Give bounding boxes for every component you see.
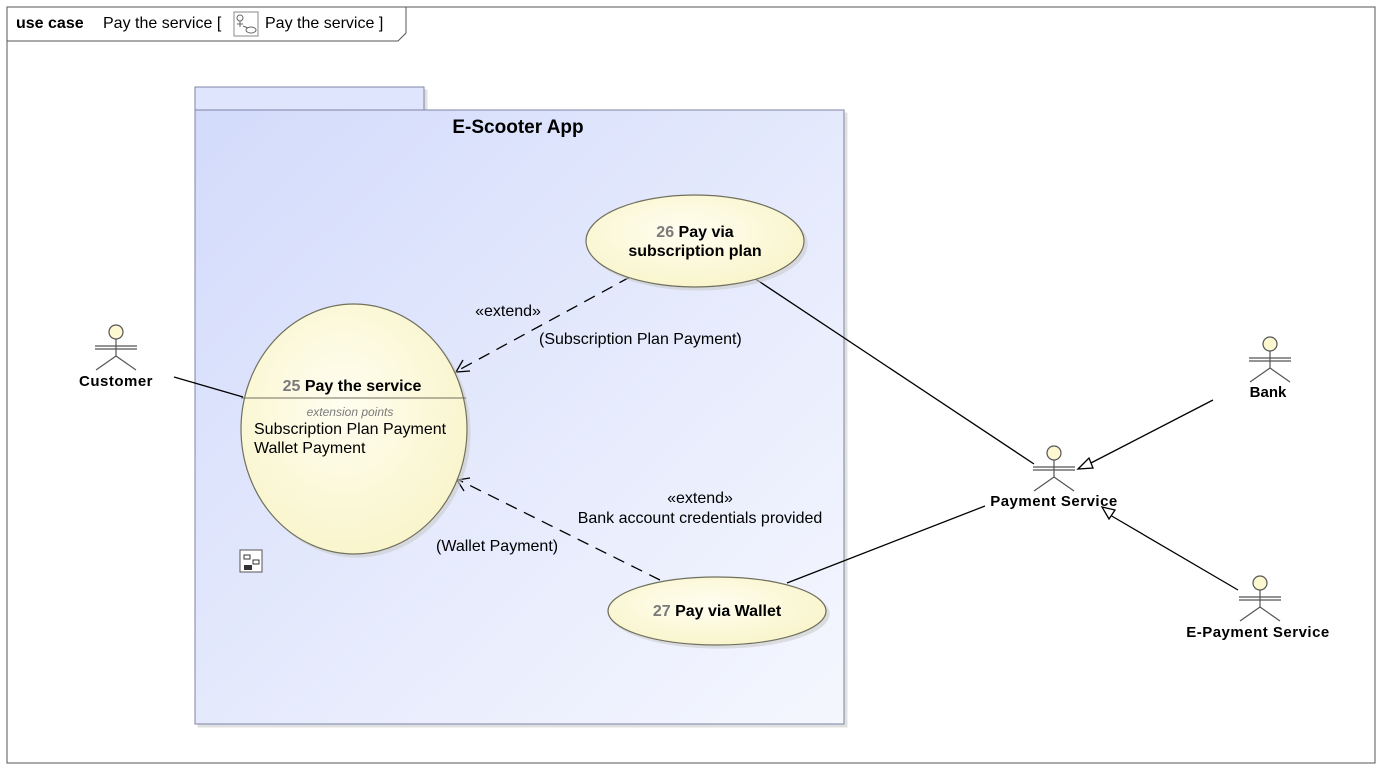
extend-27-condition: Bank account credentials provided	[578, 510, 823, 527]
actor-bank-label: Bank	[1250, 384, 1287, 401]
use-case-27-number: 27	[653, 603, 671, 620]
customer-association[interactable]	[173, 376, 244, 398]
extend-26-arrowhead	[454, 359, 471, 373]
stick-figure-icon	[1033, 445, 1075, 492]
use-case-27[interactable]: 27 Pay via Wallet	[607, 576, 827, 646]
stick-figure-icon	[1239, 575, 1281, 622]
frame-keyword: use case	[16, 15, 84, 32]
actor-customer-label: Customer	[79, 373, 153, 390]
bank-generalization[interactable]	[1088, 399, 1214, 465]
extension-points-header: extension points	[307, 405, 394, 419]
extend-27-stereotype: «extend»	[667, 490, 733, 507]
use-case-26-title-line1: 26 Pay via	[656, 224, 734, 241]
generalization-arrowhead	[1100, 506, 1117, 521]
extend-26-extension-point: (Subscription Plan Payment)	[539, 331, 742, 348]
use-case-25[interactable]: 25 Pay the service extension points Subs…	[240, 303, 468, 555]
use-case-25-name: Pay the service	[305, 378, 422, 395]
actor-customer[interactable]: Customer	[79, 324, 153, 390]
diagram-icon[interactable]	[239, 549, 263, 573]
use-case-26[interactable]: 26 Pay via subscription plan	[585, 194, 805, 288]
actor-epayment-service-label: E-Payment Service	[1186, 624, 1330, 641]
epayment-generalization[interactable]	[1109, 514, 1239, 591]
stick-figure-icon	[1249, 336, 1291, 383]
actor-payment-service[interactable]: Payment Service	[990, 445, 1118, 510]
extend-26-stereotype: «extend»	[475, 303, 541, 320]
use-case-26-name-line1: Pay via	[679, 224, 734, 241]
use-case-25-number: 25	[283, 378, 301, 395]
use-case-26-number: 26	[656, 224, 674, 241]
payment-service-uc27-association[interactable]	[786, 505, 986, 584]
actor-bank[interactable]: Bank	[1249, 336, 1291, 401]
diagram-link-icon[interactable]	[233, 11, 259, 37]
extension-point-subscription: Subscription Plan Payment	[254, 421, 447, 438]
use-case-25-title: 25 Pay the service	[283, 378, 422, 395]
extend-27-line[interactable]	[458, 479, 661, 581]
extend-27-extension-point: (Wallet Payment)	[436, 538, 558, 555]
actor-payment-service-label: Payment Service	[990, 493, 1118, 510]
stick-figure-icon	[95, 324, 137, 371]
generalizations	[1076, 399, 1239, 591]
extension-point-wallet: Wallet Payment	[254, 440, 366, 457]
actor-epayment-service[interactable]: E-Payment Service	[1186, 575, 1330, 641]
payment-service-uc26-association[interactable]	[753, 277, 1035, 465]
use-case-27-name: Pay via Wallet	[675, 603, 782, 620]
associations	[173, 277, 1035, 584]
use-case-27-title: 27 Pay via Wallet	[653, 603, 782, 620]
use-case-26-name-line2: subscription plan	[628, 243, 761, 260]
system-title: E-Scooter App	[452, 117, 583, 138]
extend-26-line[interactable]	[456, 276, 631, 372]
frame-name: Pay the service [	[103, 15, 222, 32]
frame-diagram-ref: Pay the service ]	[265, 15, 383, 32]
generalization-arrowhead	[1076, 456, 1094, 470]
